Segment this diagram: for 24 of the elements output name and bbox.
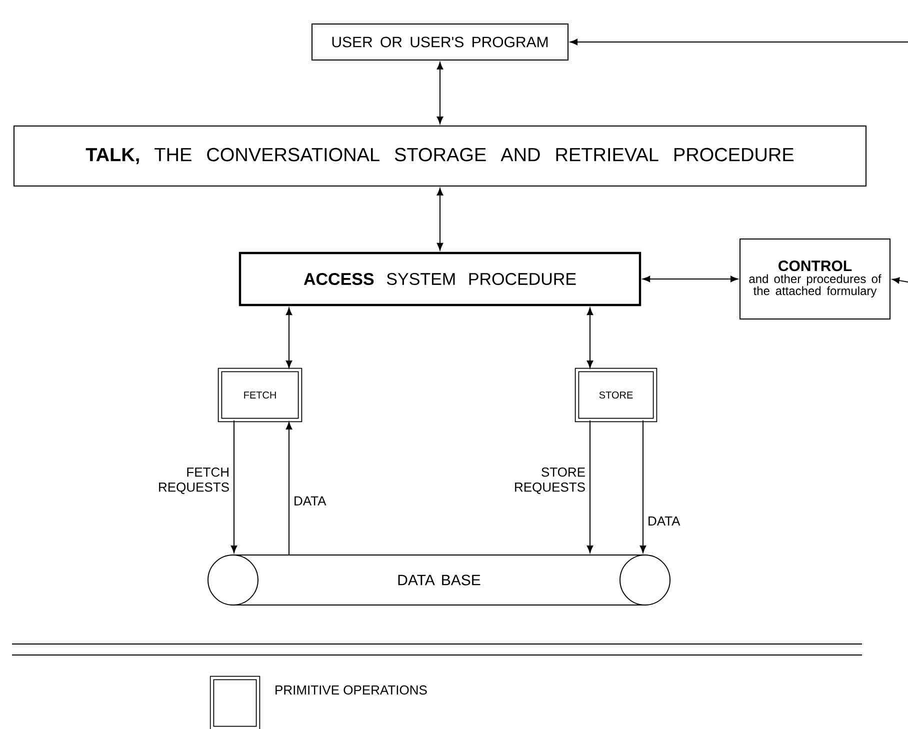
program-box: USER OR USER'S PROGRAM [312,24,568,60]
arrow [640,420,646,554]
arrow [642,276,738,282]
procedure-box: ACCESS SYSTEM PROCEDURE [238,252,642,306]
arrow [436,188,444,250]
edge-label: DATA [294,496,326,506]
edge-label: STORE REQUESTS [515,468,585,494]
arrow [570,38,908,46]
procedure-box: CONTROL and other procedures of the attached formulary [740,238,890,320]
node-label: DATA BASE [398,574,480,586]
arrow [586,308,594,368]
arrow [230,420,238,554]
arrow [286,422,292,555]
arrow [286,308,292,368]
operation-box: FETCH [218,368,302,422]
data-base-drawing: DATA BASE [208,554,670,606]
arrow [436,62,444,124]
edge-label: DATA [648,516,680,526]
arrow [586,420,594,554]
operation-box: STORE [574,368,658,422]
edge-label: FETCH REQUESTS [159,468,229,494]
legend-label: PRIMITIVE OPERATIONS [276,685,427,695]
procedure-box: TALK, THE CONVERSATIONAL STORAGE AND RETRIEVAL PROCEDURE [14,126,866,186]
arrow [892,277,908,284]
